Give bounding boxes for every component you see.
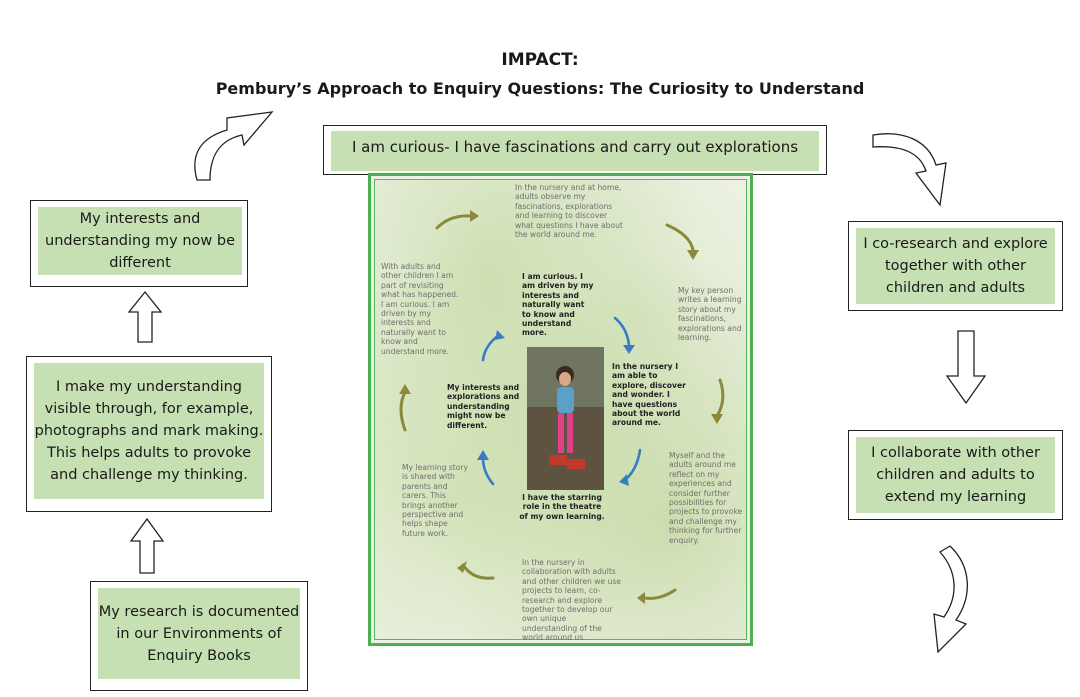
- cycle-box-co-research: I co-research and explore together with …: [848, 221, 1063, 311]
- up-arrow-icon: [127, 290, 163, 343]
- cycle-box-collaborate: I collaborate with other children and ad…: [848, 430, 1063, 520]
- poster-bold-interests: My interests and explorations and unders…: [447, 383, 520, 430]
- cycle-box-documented: My research is documented in our Environ…: [90, 581, 308, 691]
- olive-arrow-icon: [399, 390, 407, 432]
- cycle-box-visible: I make my understanding visible through,…: [26, 356, 272, 512]
- poster-text-reflect: Myself and the adults around me reflect …: [669, 451, 743, 545]
- cycle-box-curious-text: I am curious- I have fascinations and ca…: [331, 131, 819, 171]
- child-photo: [527, 347, 604, 490]
- curved-arrow-icon: [194, 111, 274, 181]
- blue-arrow-icon: [481, 456, 495, 486]
- page-title: IMPACT:: [501, 50, 579, 70]
- poster-text-observe: In the nursery and at home, adults obser…: [515, 183, 623, 240]
- cycle-box-curious: I am curious- I have fascinations and ca…: [323, 125, 827, 175]
- child-photo-image: [527, 347, 604, 490]
- poster-frame: In the nursery and at home, adults obser…: [374, 179, 747, 643]
- poster-arrows: [399, 210, 725, 604]
- page-subtitle: Pembury’s Approach to Enquiry Questions:…: [215, 79, 865, 98]
- olive-arrow-icon: [435, 214, 472, 230]
- olive-arrow-icon: [715, 378, 725, 418]
- cycle-box-interests: My interests and understanding my now be…: [30, 200, 248, 287]
- olive-arrow-icon: [643, 588, 677, 600]
- cycle-box-visible-text: I make my understanding visible through,…: [34, 363, 264, 499]
- cycle-box-collaborate-text: I collaborate with other children and ad…: [856, 437, 1055, 513]
- poster-bold-starring: I have the starring role in the theatre …: [519, 493, 605, 521]
- poster-text-projects: In the nursery in collaboration with adu…: [522, 558, 621, 643]
- poster-bold-nursery: In the nursery I am able to explore, dis…: [612, 362, 686, 428]
- curved-arrow-icon: [933, 545, 968, 654]
- cycle-box-interests-text: My interests and understanding my now be…: [38, 207, 242, 275]
- curved-arrow-icon: [872, 133, 947, 207]
- poster-bold-curious: I am curious. I am driven by my interest…: [522, 272, 594, 338]
- poster-text-revisit: With adults and other children I am part…: [381, 262, 459, 356]
- olive-arrow-icon: [665, 223, 695, 252]
- down-arrow-icon: [945, 330, 987, 405]
- up-arrow-icon: [129, 517, 165, 574]
- cycle-box-documented-text: My research is documented in our Environ…: [98, 588, 300, 679]
- olive-arrow-icon: [461, 563, 495, 580]
- poster-text-shared: My learning story is shared with parents…: [402, 463, 469, 538]
- cycle-box-co-research-text: I co-research and explore together with …: [856, 228, 1055, 304]
- poster-text-keyperson: My key person writes a learning story ab…: [678, 286, 742, 343]
- blue-arrow-icon: [613, 316, 631, 347]
- learning-cycle-poster: In the nursery and at home, adults obser…: [368, 173, 753, 646]
